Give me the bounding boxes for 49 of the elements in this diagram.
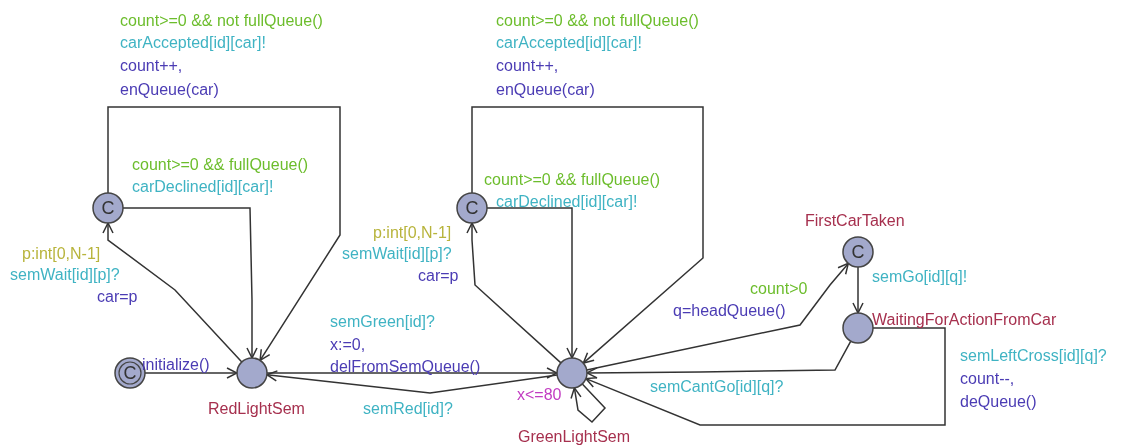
location-name: FirstCarTaken — [805, 212, 905, 230]
transition-arrow — [471, 106, 704, 364]
sync-label: semGo[id][q]! — [872, 268, 968, 286]
guard-label: count>0 — [750, 280, 808, 298]
update-label: deQueue() — [960, 393, 1037, 411]
invariant-label: x<=80 — [517, 386, 562, 404]
transition-arrow — [266, 370, 558, 394]
sync-label: semWait[id][p]? — [10, 266, 120, 284]
update-label: x:=0, — [330, 336, 366, 354]
location-name: GreenLightSem — [518, 428, 631, 446]
sync-label: semWait[id][p]? — [342, 245, 452, 263]
update-label: car=p — [97, 288, 138, 306]
update-label: enQueue(car) — [120, 81, 219, 99]
sync-label: carAccepted[id][car]! — [496, 34, 642, 52]
update-label: enQueue(car) — [496, 81, 595, 99]
update-label: car=p — [418, 267, 459, 285]
guard-label: count>=0 && fullQueue() — [132, 156, 309, 174]
update-label: count++, — [496, 57, 559, 75]
committed-mark: C — [122, 363, 138, 383]
transition-arrow — [102, 222, 243, 363]
sync-label: semCantGo[id][q]? — [650, 378, 784, 396]
transition-arrow — [852, 266, 864, 314]
update-label: count++, — [120, 57, 183, 75]
transition-arrow — [586, 340, 852, 379]
transition-arrow — [585, 327, 946, 426]
guard-label: count>=0 && fullQueue() — [484, 171, 661, 189]
update-label: delFromSemQueue() — [330, 358, 481, 376]
sync-label: semRed[id]? — [363, 400, 453, 418]
sync-label: carDeclined[id][car]! — [132, 178, 274, 196]
select-label: p:int[0,N-1] — [22, 245, 101, 263]
update-label: initialize() — [142, 356, 210, 374]
transition-arrow — [107, 106, 341, 362]
transition-arrow — [585, 262, 850, 371]
sync-label: semLeftCross[id][q]? — [960, 347, 1107, 365]
update-label: q=headQueue() — [673, 302, 786, 320]
update-label: count--, — [960, 370, 1015, 388]
committed-mark: C — [100, 198, 116, 218]
transition-arrow — [466, 222, 562, 364]
location-name: WaitingForActionFromCar — [872, 311, 1057, 329]
committed-mark: C — [850, 242, 866, 262]
select-label: p:int[0,N-1] — [373, 224, 452, 242]
sync-label: carAccepted[id][car]! — [120, 34, 266, 52]
transition-arrow — [570, 383, 607, 424]
committed-mark: C — [464, 198, 480, 218]
sync-label: semGreen[id]? — [330, 313, 435, 331]
sync-label: carDeclined[id][car]! — [496, 193, 638, 211]
guard-label: count>=0 && not fullQueue() — [120, 12, 323, 30]
location-name: RedLightSem — [208, 400, 305, 418]
guard-label: count>=0 && not fullQueue() — [496, 12, 699, 30]
